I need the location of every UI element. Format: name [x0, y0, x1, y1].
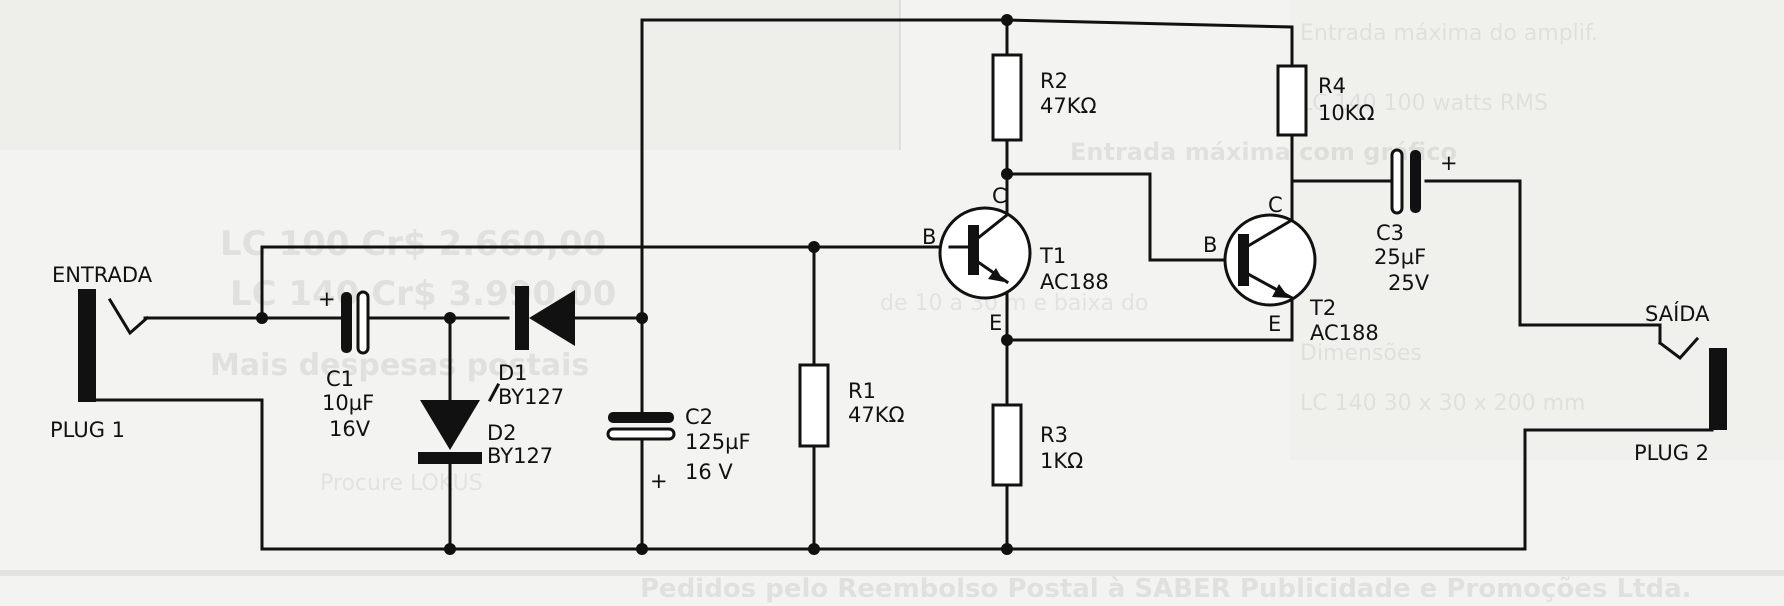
svg-text:LC 100 Cr$ 2.660,00: LC 100 Cr$ 2.660,00 [220, 224, 606, 264]
resistor-r2: R2 47KΩ [991, 53, 1097, 142]
c3-polarity: + [1440, 151, 1458, 175]
t2-pin-b: B [1203, 233, 1217, 257]
resistor-r4: R4 10KΩ [1276, 64, 1375, 137]
c1-polarity: + [318, 287, 336, 311]
t2-name: T2 [1309, 296, 1336, 320]
svg-text:Procure LOKUS: Procure LOKUS [320, 471, 483, 496]
resistor-r1: R1 47KΩ [798, 363, 905, 448]
diode-d1: D1 BY127 [487, 286, 575, 409]
c1-voltage: 16V [329, 417, 371, 441]
c3-value: 25µF [1374, 245, 1426, 269]
capacitor-c3: + C3 25µF 25V [1374, 148, 1458, 295]
r3-value: 1KΩ [1040, 449, 1083, 473]
t2-part: AC188 [1310, 321, 1379, 345]
r1-value: 47KΩ [848, 403, 905, 427]
plug2-connector: SAÍDA PLUG 2 [1543, 301, 1727, 465]
t1-pin-b: B [922, 225, 936, 249]
r4-name: R4 [1318, 74, 1346, 98]
c1-name: C1 [326, 367, 354, 391]
t1-name: T1 [1039, 244, 1066, 268]
capacitor-c1: + C1 10µF 16V [318, 287, 374, 441]
c3-name: C3 [1376, 221, 1404, 245]
diode-d2: D2 BY127 [418, 400, 553, 468]
c2-voltage: 16 V [685, 460, 733, 484]
c2-value: 125µF [685, 430, 751, 454]
t2-pin-c: C [1268, 193, 1283, 217]
d1-name: D1 [498, 361, 528, 385]
c1-value: 10µF [322, 391, 374, 415]
c3-voltage: 25V [1388, 271, 1430, 295]
transistor-t2: B C E T2 AC188 [1203, 193, 1379, 345]
t1-part: AC188 [1040, 270, 1109, 294]
transistor-t1: B C E T1 AC188 [922, 184, 1109, 335]
svg-text:Mais despesas postais: Mais despesas postais [210, 348, 589, 383]
c2-polarity: + [650, 469, 668, 493]
plug1-label: PLUG 1 [50, 418, 125, 442]
saida-label: SAÍDA [1645, 301, 1710, 326]
svg-text:LC 140 30 x 30 x 200 mm: LC 140 30 x 30 x 200 mm [1300, 391, 1585, 416]
svg-text:Entrada máxima do amplif.: Entrada máxima do amplif. [1300, 21, 1598, 46]
resistor-r3: R3 1KΩ [991, 403, 1083, 487]
r1-name: R1 [848, 379, 876, 403]
r2-name: R2 [1040, 69, 1068, 93]
junction-dots [256, 14, 1013, 555]
svg-text:Pedidos pelo Reembolso Postal: Pedidos pelo Reembolso Postal à SABER Pu… [640, 574, 1692, 604]
svg-text:LC 140 100 watts RMS: LC 140 100 watts RMS [1300, 91, 1548, 116]
capacitor-c2: + C2 125µF 16 V [606, 405, 751, 493]
svg-text:de 10 a 30 m e baixa do: de 10 a 30 m e baixa do [880, 291, 1148, 316]
d1-part: BY127 [498, 385, 564, 409]
r4-value: 10KΩ [1318, 101, 1375, 125]
svg-text:Dimensões: Dimensões [1300, 341, 1422, 366]
d2-part: BY127 [487, 444, 553, 468]
t1-pin-c: C [992, 184, 1007, 208]
plug1-connector: ENTRADA PLUG 1 [50, 263, 153, 442]
r3-name: R3 [1040, 423, 1068, 447]
d2-name: D2 [487, 421, 517, 445]
entrada-label: ENTRADA [52, 263, 153, 287]
r2-value: 47KΩ [1040, 94, 1097, 118]
c2-name: C2 [685, 405, 713, 429]
plug2-label: PLUG 2 [1634, 441, 1709, 465]
t2-pin-e: E [1268, 312, 1281, 336]
t1-pin-e: E [989, 311, 1002, 335]
